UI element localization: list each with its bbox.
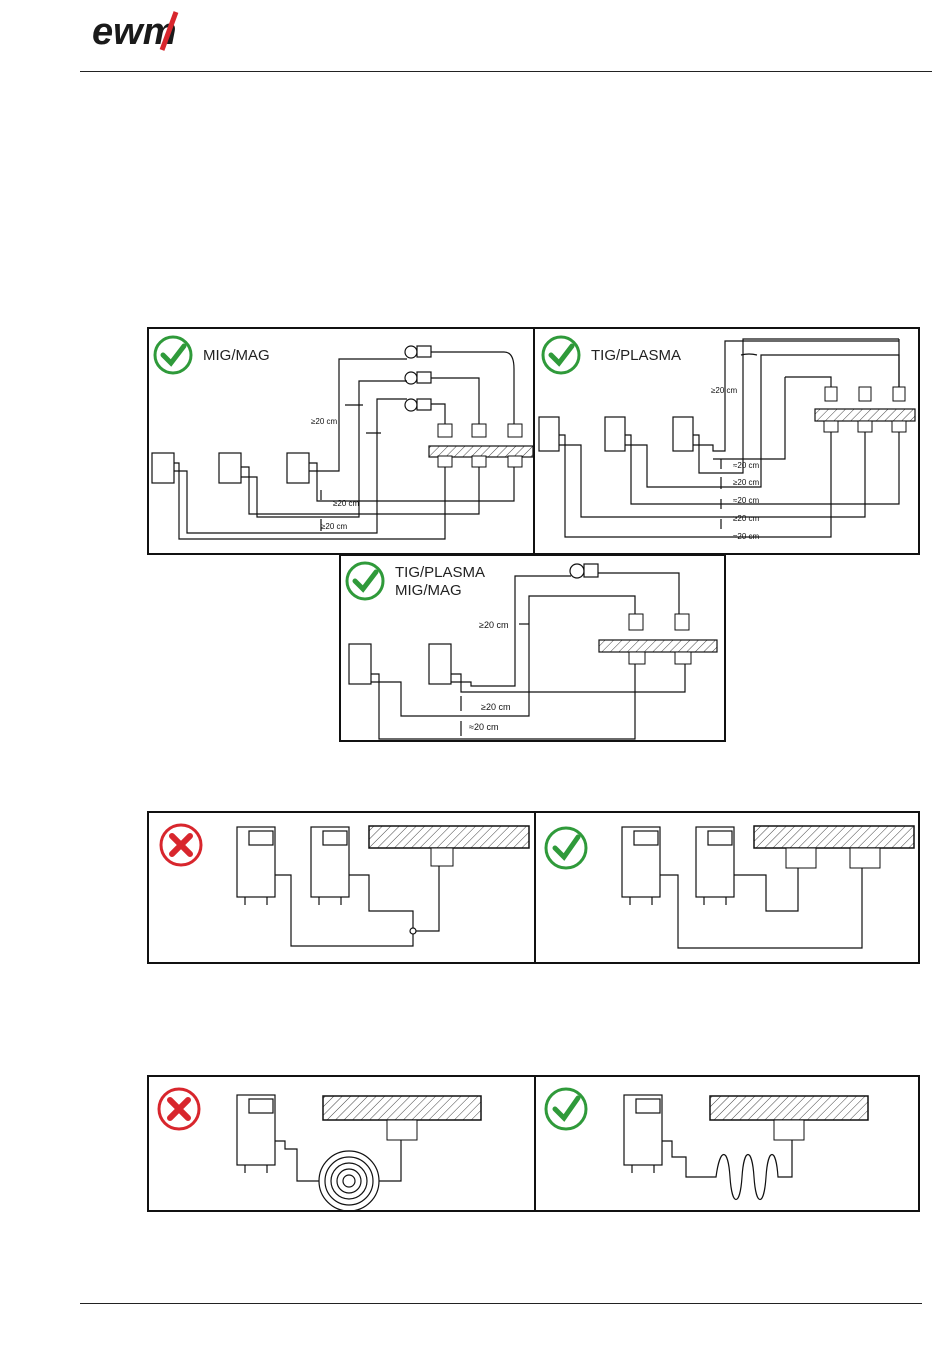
panel-meander-cable-right: [534, 1075, 920, 1212]
header-rule: [80, 71, 932, 72]
dimension-label: ≈20 cm: [469, 722, 498, 732]
panel-shared-return-right: [534, 811, 920, 964]
panel-coiled-cable-wrong: [147, 1075, 536, 1212]
panel-tig-plasma: TIG/PLASMA ≥20 cm ≈20 cm ≥20 cm ≈20 cm ≥…: [533, 327, 920, 555]
dimension-label: ≥20 cm: [711, 386, 737, 395]
dimension-label: ≥20 cm: [481, 702, 510, 712]
dimension-label: ≥20 cm: [321, 522, 347, 531]
panel-shared-return-wrong: [147, 811, 536, 964]
dimension-label: ≥20 cm: [311, 417, 337, 426]
panel-title-line1: TIG/PLASMA: [395, 564, 485, 581]
dimension-label: ≈20 cm: [733, 532, 759, 541]
dimension-label: ≈20 cm: [733, 496, 759, 505]
ewm-logo: ewm: [92, 8, 222, 52]
dimension-label: ≥20 cm: [479, 620, 508, 630]
dimension-label: ≥20 cm: [333, 499, 359, 508]
shared-return-wrong-diagram: [149, 813, 538, 966]
dimension-label: ≥20 cm: [733, 514, 759, 523]
panel-title-line2: MIG/MAG: [395, 582, 462, 599]
shared-return-right-diagram: [536, 813, 922, 966]
panel-title: MIG/MAG: [203, 347, 270, 364]
footer-rule: [80, 1303, 922, 1304]
coiled-cable-wrong-diagram: [149, 1077, 538, 1214]
panel-mig-mag: MIG/MAG ≥20 cm ≥20 cm ≥20 cm: [147, 327, 536, 555]
panel-title: TIG/PLASMA: [591, 347, 681, 364]
dimension-label: ≥20 cm: [733, 478, 759, 487]
dimension-label: ≈20 cm: [733, 461, 759, 470]
meander-cable-right-diagram: [536, 1077, 922, 1214]
panel-tig-mig-combined: TIG/PLASMA MIG/MAG ≥20 cm ≥20 cm ≈20 cm: [339, 554, 726, 742]
